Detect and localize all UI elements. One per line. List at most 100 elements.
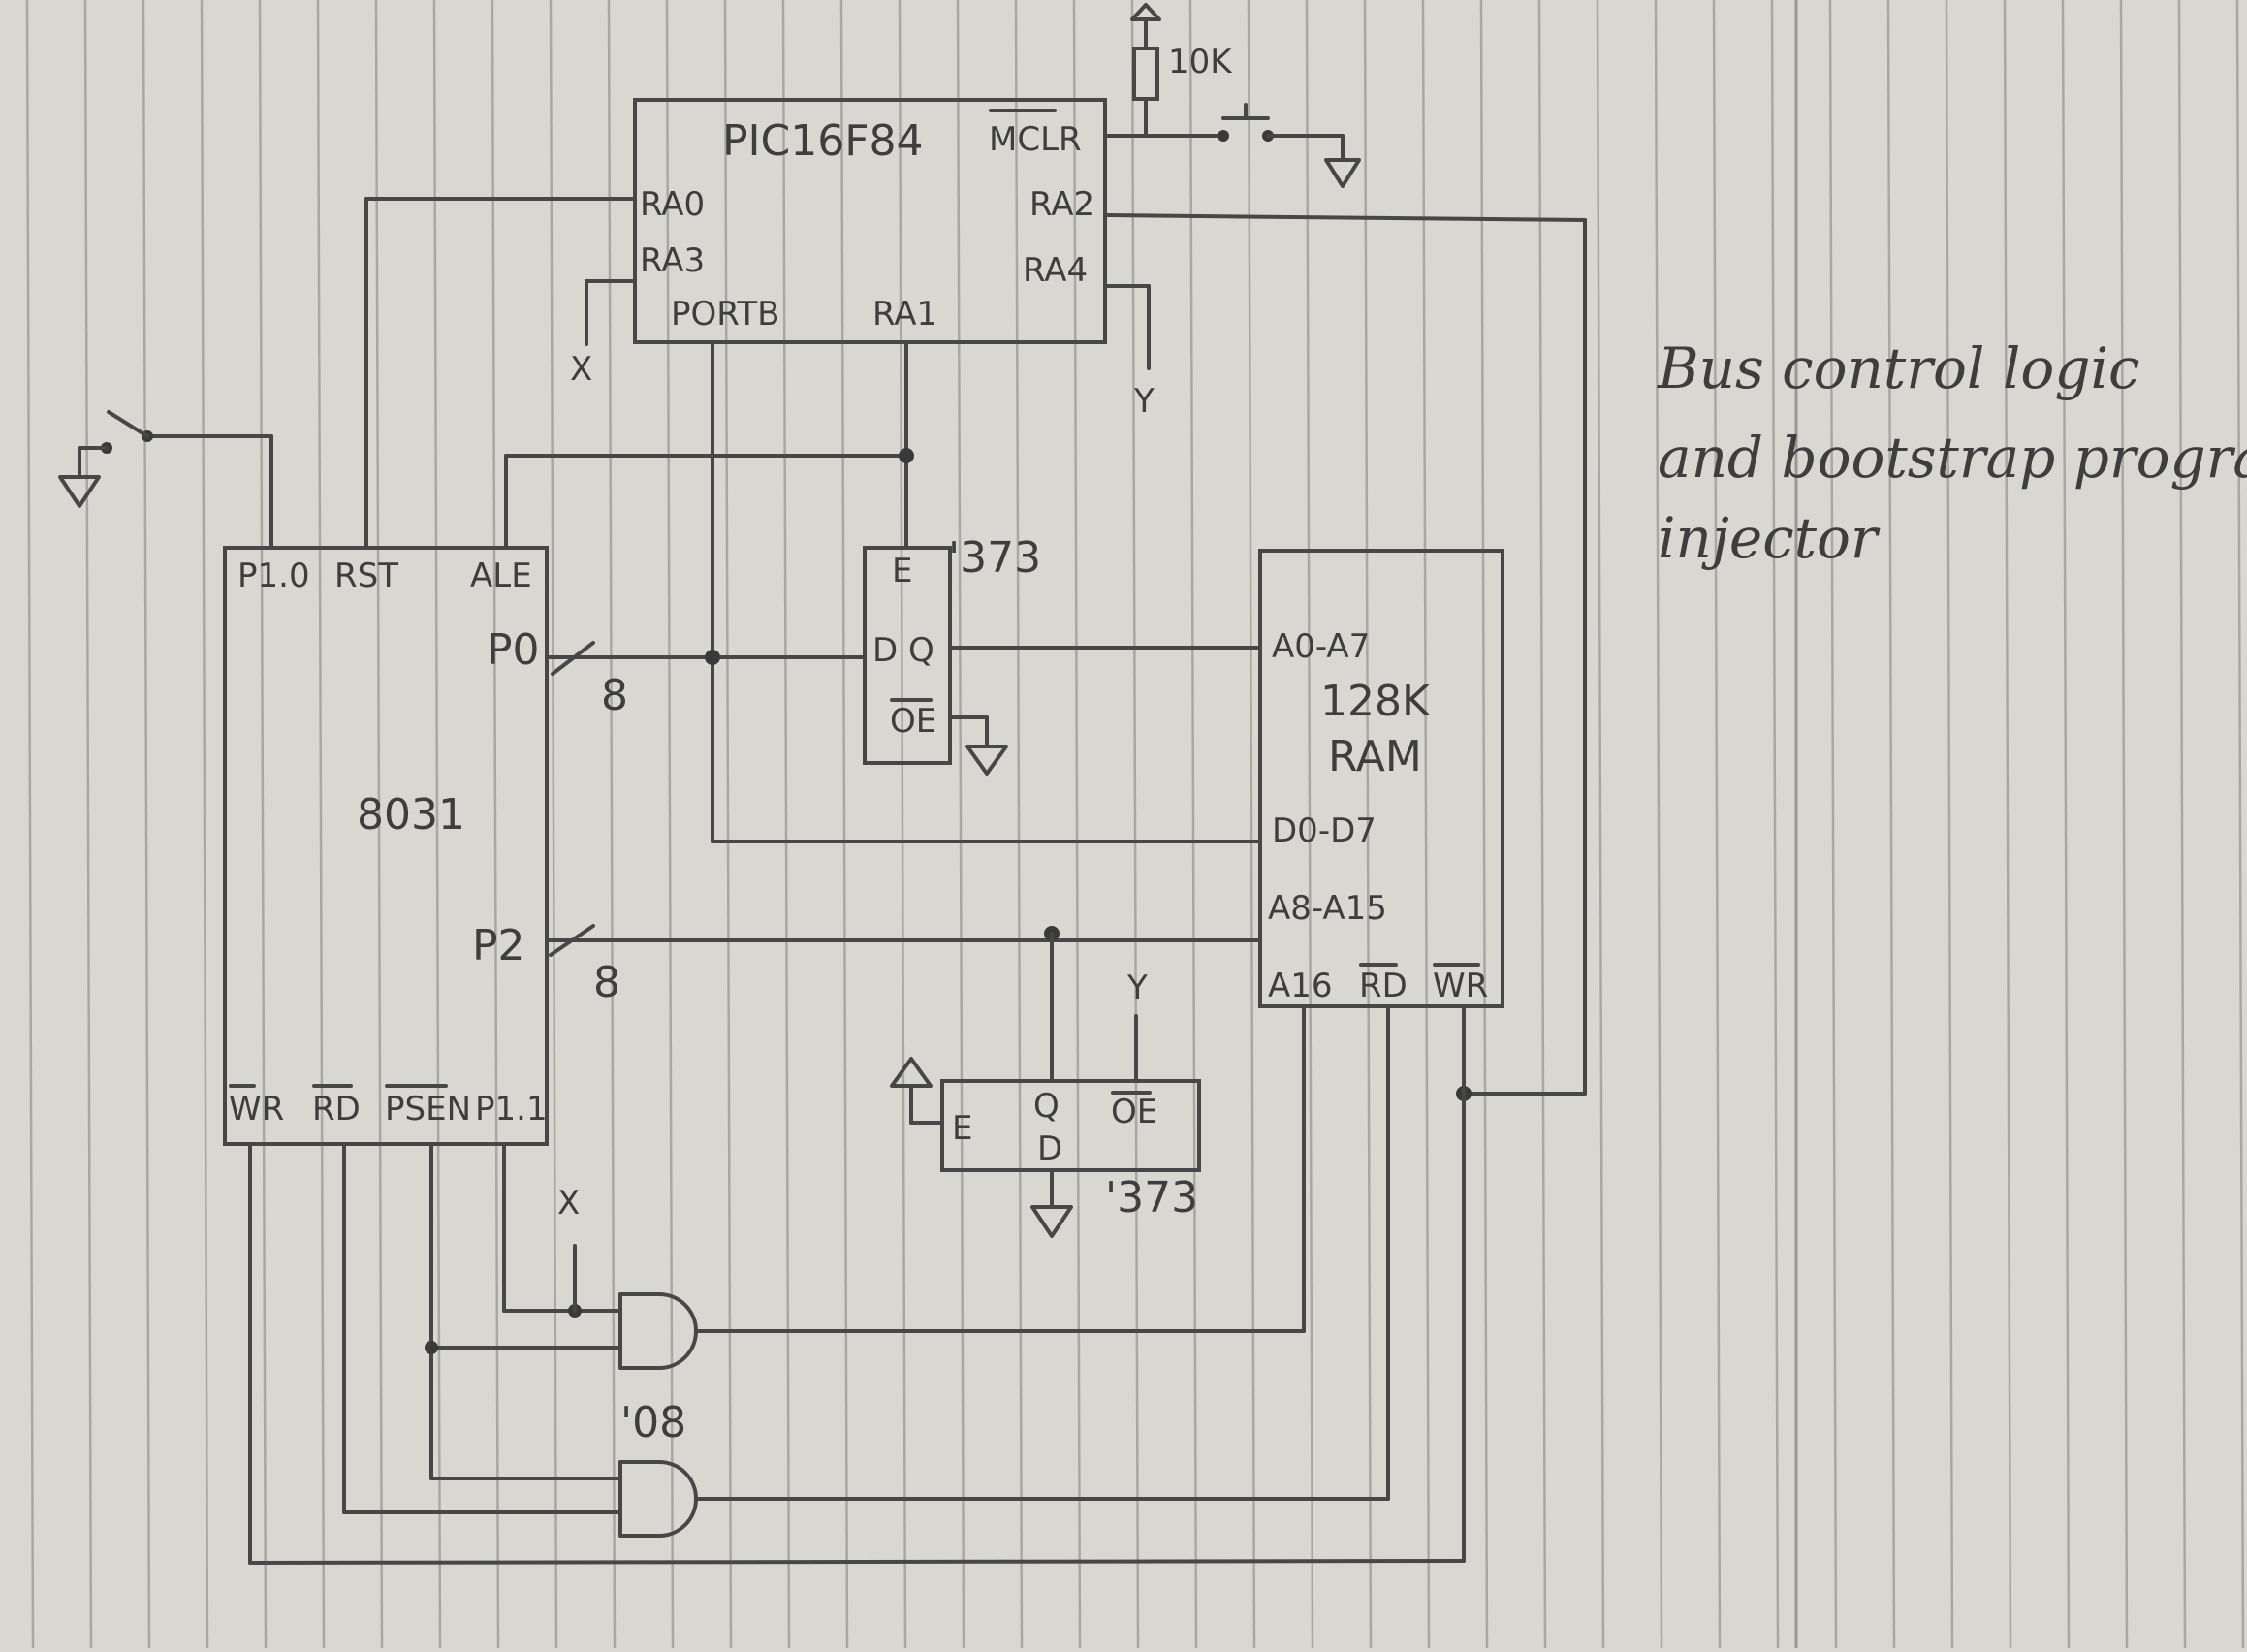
mcu-pin-p10: P1.0 xyxy=(237,556,310,595)
bus-width-p0: 8 xyxy=(601,671,628,720)
ram-pin-rd: RD xyxy=(1359,967,1408,1005)
ruling-line xyxy=(1596,0,1605,1649)
ram-pin-d0d7: D0-D7 xyxy=(1272,811,1377,850)
ruling-line xyxy=(1479,0,1489,1649)
pic-pin-ra3: RA3 xyxy=(640,241,705,280)
ruling-line xyxy=(491,0,500,1649)
paper-rulings xyxy=(25,0,2245,1649)
ram-pin-wr: WR xyxy=(1433,967,1488,1005)
ground-icon xyxy=(965,745,1008,776)
mcu-pin-p11: P1.1 xyxy=(475,1090,548,1128)
ram-body xyxy=(1258,549,1504,1008)
address-latch-373: E D Q OE '373 xyxy=(863,533,1041,776)
ram-pin-a16: A16 xyxy=(1268,967,1333,1005)
ruling-line xyxy=(898,0,907,1649)
latch1-part: '373 xyxy=(948,533,1041,583)
ruling-line xyxy=(2235,0,2245,1649)
8031-mcu: 8031 P1.0 RST ALE P0 P2 WR RD PSEN P1.1 xyxy=(223,546,549,1146)
bus-slash-p0 xyxy=(551,641,595,676)
ruling-line xyxy=(2061,0,2071,1649)
ruling-line xyxy=(1363,0,1373,1649)
pic16f84-chip: PIC16F84 MCLR RA0 RA3 RA2 RA4 PORTB RA1 xyxy=(633,98,1107,344)
ruling-line xyxy=(374,0,384,1649)
ruling-line xyxy=(723,0,733,1649)
ruling-line xyxy=(1712,0,1722,1649)
pic-pin-portb: PORTB xyxy=(671,295,780,334)
latch2-part: '373 xyxy=(1105,1173,1198,1223)
mcu-body xyxy=(223,546,549,1146)
ram-label: RAM xyxy=(1328,732,1422,781)
ruling-line xyxy=(316,0,326,1649)
title-note: Bus control logic and bootstrap program … xyxy=(1657,335,2247,571)
ruling-line xyxy=(2119,0,2129,1649)
net-label-x-top: X xyxy=(570,350,592,389)
pic-name: PIC16F84 xyxy=(722,116,924,166)
ground-icon xyxy=(58,475,101,508)
net-label-x-bottom: X xyxy=(557,1184,580,1223)
ruling-line xyxy=(1014,0,1024,1649)
switch-lever xyxy=(107,410,149,438)
latch1-body xyxy=(863,546,952,765)
ground-icon xyxy=(1324,158,1361,188)
ruling-line xyxy=(1886,0,1896,1649)
bus-slash-p2 xyxy=(549,924,595,957)
pic-body xyxy=(633,98,1107,344)
ram-128k: A0-A7 128K RAM D0-D7 A8-A15 A16 RD WR xyxy=(1258,549,1504,1008)
latch2-pin-e: E xyxy=(952,1109,972,1148)
ram-pin-a8a15: A8-A15 xyxy=(1268,889,1387,928)
ruling-line xyxy=(1828,0,1838,1649)
and-gate-upper xyxy=(618,1292,698,1370)
mcu-name: 8031 xyxy=(357,790,465,840)
ram-size: 128K xyxy=(1320,677,1431,726)
pic-pin-ra1: RA1 xyxy=(872,295,937,334)
ruling-line xyxy=(2003,0,2012,1649)
ruling-line xyxy=(1945,0,1954,1649)
vcc-arrow-icon xyxy=(890,1057,933,1088)
latch1-pin-dq: D Q xyxy=(872,631,934,670)
ruling-line xyxy=(200,0,209,1649)
ruling-line xyxy=(142,0,151,1649)
ruling-line xyxy=(1537,0,1547,1649)
ruling-line xyxy=(1770,0,1780,1649)
ruling-line xyxy=(432,0,442,1649)
ruling-line xyxy=(781,0,791,1649)
mcu-pin-ale: ALE xyxy=(470,556,532,595)
pic-pin-ra4: RA4 xyxy=(1023,251,1088,290)
latch2-body xyxy=(940,1079,1201,1172)
ruling-line xyxy=(83,0,93,1649)
ruling-line xyxy=(1654,0,1663,1649)
title-line-1: Bus control logic xyxy=(1657,335,2140,401)
mcu-pin-psen: PSEN xyxy=(385,1090,471,1128)
bus-width-p2: 8 xyxy=(593,958,620,1007)
and-gates-08: '08 xyxy=(618,1292,698,1538)
mcu-pin-p0: P0 xyxy=(487,625,540,675)
latch1-pin-oe: OE xyxy=(890,702,936,741)
ruling-line xyxy=(2177,0,2187,1649)
ruling-line xyxy=(1072,0,1082,1649)
ruling-line xyxy=(1421,0,1431,1649)
title-line-2: and bootstrap program xyxy=(1658,425,2247,491)
ruling-line xyxy=(258,0,268,1649)
pic-pin-ra0: RA0 xyxy=(640,185,705,224)
pic-pin-mclr: MCLR xyxy=(989,120,1082,159)
reset-circuit: 10K xyxy=(1103,3,1361,188)
mcu-pin-wr: WR xyxy=(229,1090,284,1128)
ruling-line xyxy=(665,0,675,1649)
latch2-pin-d: D xyxy=(1037,1129,1062,1168)
ruling-line xyxy=(839,0,849,1649)
resistor-value: 10K xyxy=(1168,43,1233,81)
bank-latch-373: E Q OE D '373 Y xyxy=(890,969,1201,1238)
net-label-y-bottom: Y xyxy=(1126,969,1148,1007)
ground-icon xyxy=(1030,1205,1073,1238)
pic-pin-ra2: RA2 xyxy=(1029,185,1094,224)
net-label-y-top: Y xyxy=(1133,382,1155,421)
ruling-line xyxy=(1188,0,1198,1649)
ruling-line xyxy=(1247,0,1256,1649)
gate-part: '08 xyxy=(620,1398,686,1447)
ruling-line xyxy=(1305,0,1314,1649)
ruling-line xyxy=(1130,0,1140,1649)
ruling-line xyxy=(25,0,35,1649)
title-line-3: injector xyxy=(1658,505,1881,571)
